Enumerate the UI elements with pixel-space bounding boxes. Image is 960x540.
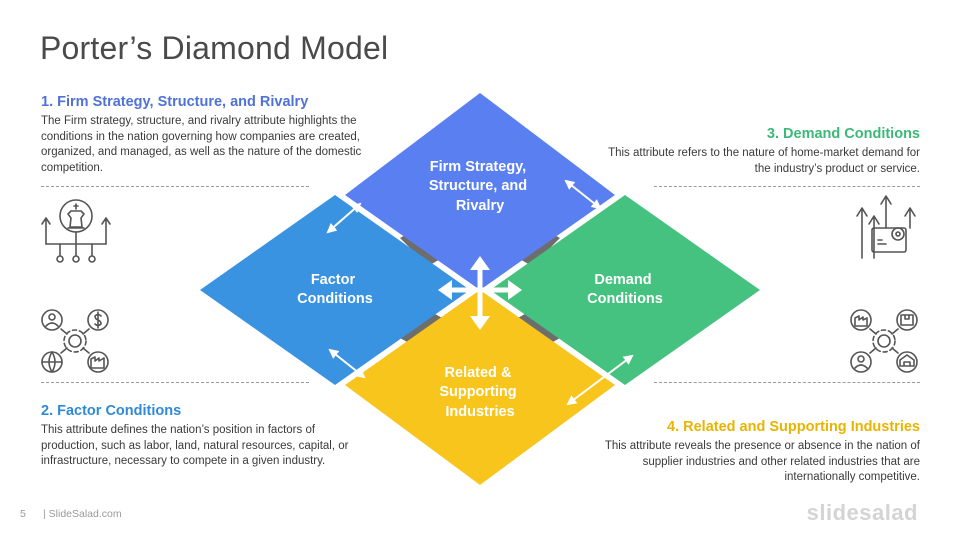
- attribute-text: The Firm strategy, structure, and rivalr…: [41, 115, 362, 174]
- arrow-firm-demand: [564, 179, 602, 210]
- attribute-text: This attribute reveals the presence or a…: [604, 440, 920, 483]
- diamond-firm-strategy: [345, 93, 615, 290]
- diamond-related-industries: [345, 290, 615, 485]
- attribute-heading: 1. Firm Strategy, Structure, and Rivalry: [41, 94, 309, 110]
- arrow-factor-firm: [326, 202, 362, 234]
- diamond-label-factor: Factor Conditions: [297, 272, 373, 307]
- attribute-heading: 4. Related and Supporting Industries: [667, 419, 920, 435]
- attribute-heading: 3. Demand Conditions: [766, 126, 920, 142]
- factors-of-production-icon: [41, 309, 109, 373]
- attribute-related-industries: 4. Related and Supporting Industries Thi…: [580, 419, 920, 486]
- divider: [654, 186, 920, 187]
- divider: [654, 382, 920, 383]
- diamond-factor-conditions: [200, 195, 470, 385]
- attribute-text: This attribute defines the nation’s posi…: [41, 424, 349, 467]
- brand-logo: slidesalad: [806, 500, 918, 525]
- attribute-demand-conditions: 3. Demand Conditions This attribute refe…: [590, 126, 920, 177]
- page-number: 5: [20, 508, 26, 520]
- attribute-text: This attribute refers to the nature of h…: [608, 147, 920, 175]
- diamond-label-demand: Demand Conditions: [587, 272, 663, 307]
- attribute-firm-strategy: 1. Firm Strategy, Structure, and Rivalry…: [41, 94, 371, 176]
- diamond-demand-conditions: [490, 195, 760, 385]
- related-industries-network-icon: [850, 309, 918, 373]
- diamond-label-firm: Firm Strategy, Structure, and Rivalry: [429, 159, 531, 214]
- center-cross-arrows: [438, 256, 522, 330]
- footer-site: | SlideSalad.com: [43, 508, 122, 520]
- attribute-factor-conditions: 2. Factor Conditions This attribute defi…: [41, 403, 371, 470]
- diamond-label-related: Related & Supporting Industries: [439, 365, 520, 420]
- arrow-factor-related: [328, 348, 366, 379]
- divider: [41, 186, 309, 187]
- chess-king-network-icon: [41, 199, 111, 263]
- arrow-related-demand: [566, 354, 634, 406]
- divider: [41, 382, 309, 383]
- attribute-heading: 2. Factor Conditions: [41, 403, 182, 419]
- slide-title: Porter’s Diamond Model: [40, 30, 389, 66]
- market-demand-growth-icon: [856, 195, 916, 259]
